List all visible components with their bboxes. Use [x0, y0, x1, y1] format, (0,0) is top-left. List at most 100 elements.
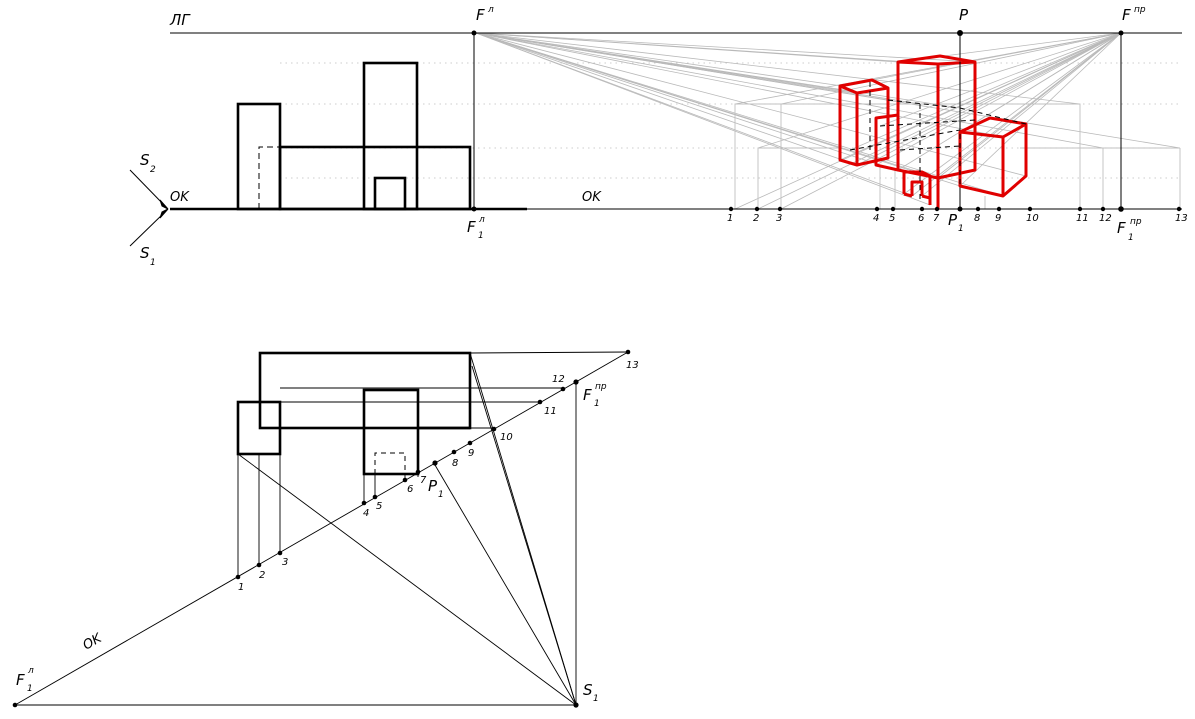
plan-mark-label: 13 [626, 360, 639, 371]
ground-mark-label: 11 [1076, 213, 1089, 224]
ground-mark-label: 8 [974, 213, 980, 224]
plan-p1-sub: 1 [438, 490, 444, 500]
construction-rays [475, 32, 1181, 210]
f-left-sup: л [487, 5, 494, 15]
ok-left-label: OK [170, 190, 190, 205]
ray-left [475, 32, 843, 87]
f-left-label: F [476, 6, 485, 24]
p1-label: P [948, 211, 958, 229]
ground-mark-point [996, 206, 1002, 212]
f1-left-label: F [467, 218, 476, 236]
ground-mark-label: 7 [933, 213, 940, 224]
f1-right-sub: 1 [1128, 233, 1134, 243]
ground-mark-label: 4 [873, 213, 879, 224]
ray-left [475, 32, 939, 65]
ground-mark-label: 2 [753, 213, 759, 224]
ground-mark-point [1077, 206, 1083, 212]
ok-right-label: OK [582, 190, 602, 205]
plan-mark-label: 6 [407, 484, 413, 495]
plan-f1-left-sub: 1 [27, 684, 33, 694]
top-labels: ЛГ F л P F пр S 2 S 1 OK OK F 1 л P 1 F … [140, 5, 1146, 268]
ground-mark-point [1027, 206, 1033, 212]
ray-right [780, 32, 1122, 105]
plan-p1-label: P [428, 477, 438, 495]
ground-mark-label: 10 [1026, 213, 1039, 224]
ground-mark-point [890, 206, 896, 212]
ray-right [839, 32, 1122, 87]
base-lines [129, 32, 1182, 247]
plan-mark-label: 3 [282, 557, 288, 568]
plan-mark-label: 7 [420, 475, 427, 486]
ray-right [959, 32, 1122, 133]
ground-mark-label: 5 [889, 213, 895, 224]
plan-mark-label: 5 [376, 501, 382, 512]
plan-view [236, 351, 472, 476]
horizon-label: ЛГ [169, 11, 191, 29]
ray-left [475, 32, 913, 197]
ray-right [780, 32, 1122, 210]
ray-right [849, 32, 1122, 151]
ray-left [475, 32, 1081, 105]
ray-right [879, 32, 1122, 127]
ray-left [475, 32, 1104, 149]
ray-right [903, 32, 1122, 195]
ray-left [475, 32, 1004, 138]
ground-mark-point [975, 206, 981, 212]
ground-mark-point [728, 206, 734, 212]
plan-mark-label: 4 [363, 508, 369, 519]
ray-right [921, 32, 1122, 197]
ground-mark-label: 12 [1099, 213, 1112, 224]
ray-left [475, 32, 881, 166]
s2-label: S [140, 151, 150, 169]
plan-f1-right-sub: 1 [594, 399, 600, 409]
plan-s1-label: S [583, 681, 593, 699]
plan-mark-label: 1 [238, 582, 244, 593]
s1-label: S [140, 244, 150, 262]
ground-mark-point [874, 206, 880, 212]
f1-left-sub: 1 [478, 231, 484, 241]
ground-mark-point [934, 206, 940, 212]
ray-right [839, 32, 1122, 161]
front-elevation [236, 61, 472, 211]
f1-right-label: F [1117, 219, 1126, 237]
ground-mark-point [1176, 206, 1182, 212]
perspective-view [838, 54, 1028, 209]
dotted-height-lines [280, 62, 1180, 179]
p-label: P [959, 6, 969, 24]
ray-left [475, 32, 858, 166]
f1-left-sup: л [478, 215, 485, 225]
ray-left [475, 32, 939, 179]
plan-f1-left-label: F [16, 671, 25, 689]
ray-left [475, 32, 977, 63]
ground-mark-point [777, 206, 783, 212]
plan-f1-right-label: F [583, 386, 592, 404]
ground-mark-point [754, 206, 760, 212]
p1-sub: 1 [958, 224, 964, 234]
s1-sub: 1 [150, 258, 156, 268]
ray-right [959, 32, 1122, 187]
plan-points [12, 349, 631, 708]
plan-ok-label: OK [81, 630, 106, 653]
ray-right [875, 32, 1122, 166]
ray-right [937, 32, 1122, 179]
plan-construction [14, 351, 629, 706]
plan-f1-right-sup: пр [595, 382, 607, 392]
top-points [471, 30, 1124, 212]
f-right-sup: пр [1134, 5, 1146, 15]
f-right-label: F [1122, 6, 1131, 24]
plan-mark-label: 11 [544, 406, 557, 417]
ground-mark-point [919, 206, 925, 212]
perspective-hidden-lines [849, 62, 1027, 200]
plan-s1-sub: 1 [593, 694, 599, 704]
ground-mark-label: 9 [995, 213, 1001, 224]
plan-mark-label: 8 [452, 458, 458, 469]
f1-right-sup: пр [1130, 217, 1142, 227]
ground-mark-label: 1 [727, 213, 733, 224]
ray-left [475, 32, 921, 105]
ground-mark-label: 13 [1175, 213, 1188, 224]
